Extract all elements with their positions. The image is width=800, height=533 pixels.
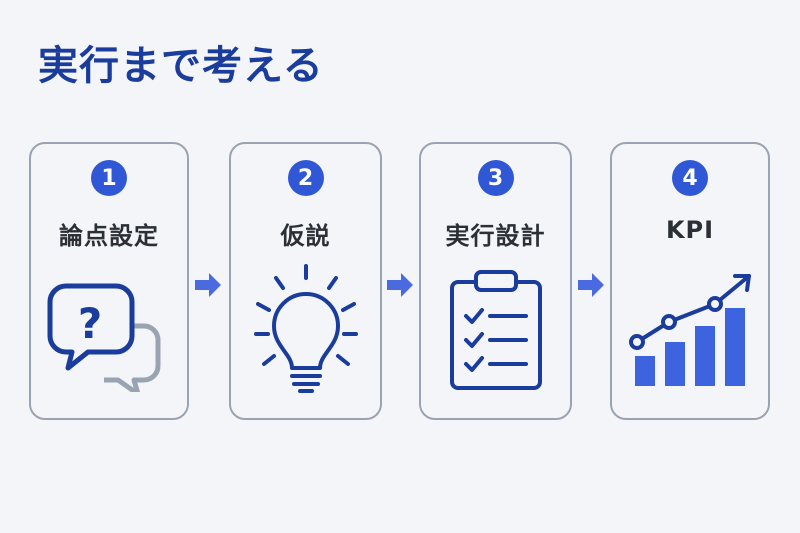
arrow-right-icon: [578, 273, 604, 297]
step-label: 論点設定: [59, 222, 159, 250]
step-number-badge: 2: [287, 160, 324, 196]
step-card-4: 4 KPI: [610, 142, 770, 420]
step-card-2: 2 仮説: [229, 142, 382, 420]
arrow-right-icon: [387, 273, 413, 297]
bar-chart-trend-icon: [629, 274, 751, 386]
step-label: 実行設計: [445, 222, 546, 250]
step-number-badge: 1: [91, 160, 127, 196]
question-bubbles-icon: ?: [47, 283, 161, 392]
page-title: 実行まで考える: [38, 43, 324, 89]
lightbulb-icon: [253, 264, 358, 393]
step-number-badge: 4: [672, 160, 708, 196]
arrow-right-icon: [195, 273, 221, 297]
step-label: KPI: [665, 216, 715, 244]
step-card-1: 1 論点設定 ?: [29, 142, 189, 420]
step-label: 仮説: [280, 222, 331, 250]
svg-text:?: ?: [78, 299, 102, 348]
step-number-badge: 3: [477, 160, 514, 196]
clipboard-checklist-icon: [449, 270, 542, 390]
step-card-3: 3 実行設計: [419, 142, 572, 420]
